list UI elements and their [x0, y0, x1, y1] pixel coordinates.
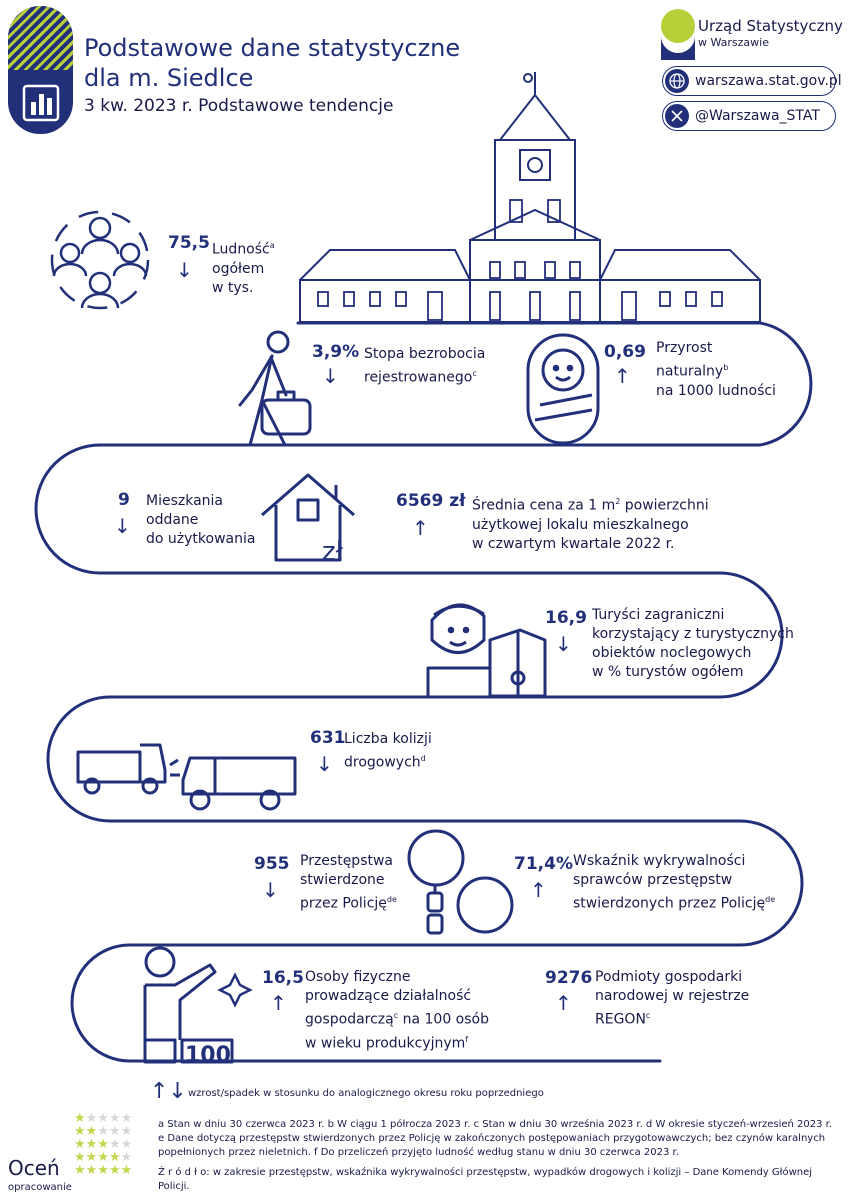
website-link[interactable]: warszawa.stat.gov.pl — [662, 66, 842, 96]
entrepreneurs-value: 16,5 — [262, 968, 304, 988]
tourists-arrow: ↓ — [555, 632, 572, 656]
legend-text: wzrost/spadek w stosunku do analogiczneg… — [188, 1088, 544, 1099]
price-arrow: ↑ — [412, 516, 429, 540]
person-suitcase-icon — [238, 330, 312, 447]
rating-stars[interactable]: ★★★★★ ★★★★★ ★★★★★ ★★★★★ ★★★★★ — [74, 1111, 133, 1178]
podium-label: 100 — [185, 1043, 231, 1068]
zl-symbol: zł — [322, 537, 344, 567]
regon-value: 9276 — [545, 968, 593, 988]
collisions-label: Liczba kolizji drogowychd — [344, 731, 432, 771]
x-logo-icon — [665, 104, 689, 128]
regon-label: Podmioty gospodarki narodowej w rejestrz… — [595, 969, 750, 1028]
collisions-value: 631 — [310, 728, 346, 748]
crimes-label: Przestępstwa stwierdzone przez Policjęde — [300, 853, 397, 912]
legend-arrows-icon: ↑↓ — [150, 1079, 187, 1104]
natural-growth-label: Przyrost naturalnyb na 1000 ludności — [656, 340, 776, 399]
price-value: 6569 zł — [396, 491, 466, 511]
badge-stripes — [8, 6, 73, 70]
dwellings-arrow: ↓ — [114, 514, 131, 538]
population-arrow: ↓ — [176, 258, 193, 282]
dwellings-value: 9 — [118, 490, 130, 510]
org-sub: w Warszawie — [698, 36, 769, 49]
footnotes: a Stan w dniu 30 czerwca 2023 r. b W cią… — [158, 1119, 833, 1192]
house-icon — [261, 473, 355, 562]
population-value: 75,5 — [168, 233, 210, 253]
detection-arrow: ↑ — [530, 878, 547, 902]
title-badge — [8, 6, 73, 134]
baby-icon — [526, 333, 600, 445]
globe-icon — [665, 69, 689, 93]
dwellings-label: Mieszkania oddane do użytkowania — [146, 493, 256, 547]
population-label: Ludnośća ogółem w tys. — [212, 241, 275, 296]
handcuffs-icon — [407, 829, 514, 935]
crimes-value: 955 — [254, 854, 290, 874]
entrepreneurs-label: Osoby fizyczne prowadzące działalność go… — [305, 969, 489, 1052]
tourist-map-icon — [426, 603, 547, 698]
twitter-text: @Warszawa_STAT — [695, 108, 820, 124]
tourists-label: Turyści zagraniczni korzystający z turys… — [592, 607, 794, 680]
natural-growth-value: 0,69 — [604, 342, 646, 362]
unemployment-arrow: ↓ — [322, 364, 339, 388]
podium-person-icon — [143, 946, 234, 1064]
crimes-arrow: ↓ — [262, 878, 279, 902]
detection-label: Wskaźnik wykrywalności sprawców przestęp… — [573, 853, 776, 912]
rating-title: Oceń — [8, 1156, 60, 1180]
org-name: Urząd Statystyczny — [698, 17, 843, 35]
title-line2: dla m. Siedlce — [84, 64, 254, 92]
detection-value: 71,4% — [514, 854, 573, 874]
rating-subtitle: opracowanie — [8, 1182, 72, 1193]
natural-growth-arrow: ↑ — [614, 364, 631, 388]
trucks-collision-icon — [76, 743, 297, 811]
website-text: warszawa.stat.gov.pl — [695, 73, 842, 89]
town-hall-illustration — [299, 72, 761, 323]
title-line1: Podstawowe dane statystyczne — [84, 34, 461, 62]
unemployment-value: 3,9% — [312, 342, 360, 362]
price-label: Średnia cena za 1 m2 powierzchni użytkow… — [472, 497, 709, 552]
subtitle: 3 kw. 2023 r. Podstawowe tendencje — [84, 96, 394, 116]
twitter-link[interactable]: @Warszawa_STAT — [662, 101, 836, 131]
sparkle-icon — [217, 972, 253, 1008]
entrepreneurs-arrow: ↑ — [270, 991, 287, 1015]
people-icon — [50, 210, 150, 310]
tourists-value: 16,9 — [545, 608, 587, 628]
chart-icon — [22, 84, 60, 122]
regon-arrow: ↑ — [555, 991, 572, 1015]
gus-logo-icon — [661, 9, 695, 60]
unemployment-label: Stopa bezrobocia rejestrowanegoc — [364, 346, 486, 386]
collisions-arrow: ↓ — [316, 752, 333, 776]
